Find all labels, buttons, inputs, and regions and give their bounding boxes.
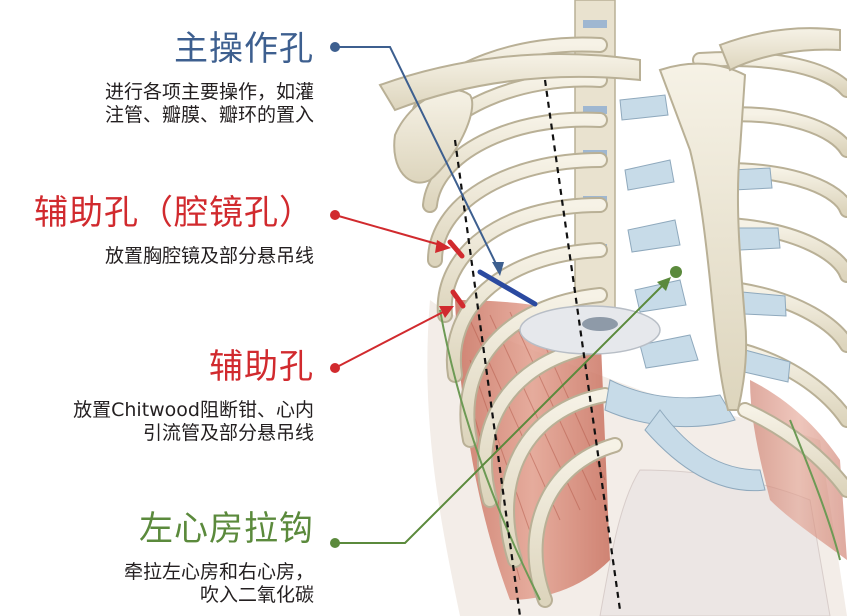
heart-apex xyxy=(582,317,618,331)
main-port-label: 主操作孔 进行各项主要操作，如灌 注管、瓣膜、瓣环的置入 xyxy=(105,28,314,128)
reference-lines xyxy=(453,79,622,616)
main-port-title: 主操作孔 xyxy=(174,29,314,69)
la-retractor-label: 左心房拉钩 牵拉左心房和右心房， 吹入二氧化碳 xyxy=(124,508,314,608)
scope-port-desc-line-1: 放置胸腔镜及部分悬吊线 xyxy=(104,244,314,267)
la-retractor-title: 左心房拉钩 xyxy=(139,509,314,549)
intercostal-muscles xyxy=(455,300,610,600)
la-retractor-leader xyxy=(330,266,682,548)
assist-port-marker xyxy=(450,289,466,309)
main-port-desc-line-1: 进行各项主要操作，如灌 xyxy=(104,80,314,103)
la-retractor-desc-line-2: 吹入二氧化碳 xyxy=(199,584,314,607)
main-port-marker xyxy=(477,269,538,307)
assist-port-desc-line-1: 放置Chitwood阻断钳、心内 xyxy=(73,398,314,421)
assist-port-leader xyxy=(330,306,454,373)
assist-port-desc-line-2: 引流管及部分悬吊线 xyxy=(142,422,314,445)
diaphragm-dome xyxy=(519,305,661,355)
main-port-leader xyxy=(330,42,504,276)
sternum xyxy=(658,62,748,411)
assist-port-label: 辅助孔 放置Chitwood阻断钳、心内 引流管及部分悬吊线 xyxy=(73,346,314,446)
costal-cartilage xyxy=(604,94,791,492)
scope-port-title: 辅助孔（腔镜孔） xyxy=(34,193,314,233)
la-retractor-desc-line-1: 牵拉左心房和右心房， xyxy=(123,560,314,583)
assist-port-title: 辅助孔 xyxy=(209,347,314,387)
scope-port-label: 辅助孔（腔镜孔） 放置胸腔镜及部分悬吊线 xyxy=(34,192,314,268)
main-port-desc-line-2: 注管、瓣膜、瓣环的置入 xyxy=(104,104,314,127)
scope-port-marker xyxy=(447,239,465,259)
scope-port-leader xyxy=(330,210,451,253)
